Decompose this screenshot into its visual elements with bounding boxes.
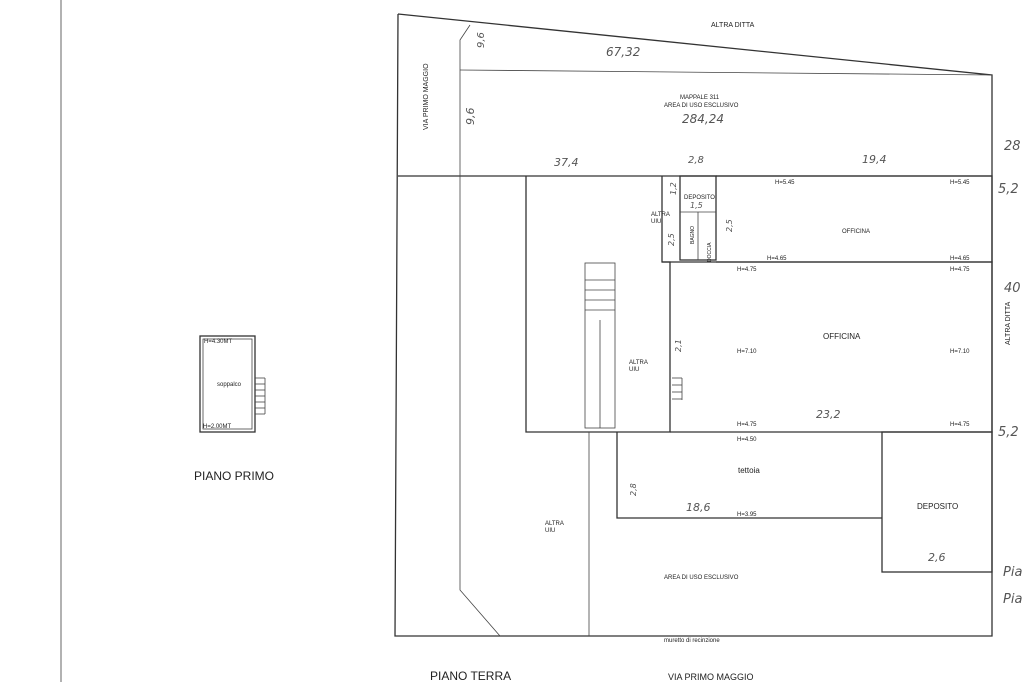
dim-deposito-w: 2,8 bbox=[688, 155, 704, 166]
soppalco-height-bottom: H=2.00MT bbox=[203, 424, 232, 430]
dim-misc-6: 2,8 bbox=[629, 483, 638, 496]
dim-misc-1: 1,2 bbox=[669, 182, 678, 195]
deposito-small-label: DEPOSITO bbox=[684, 195, 715, 201]
dim-deposito-len: 2,6 bbox=[928, 551, 946, 564]
dim-left-block: 37,4 bbox=[554, 156, 579, 169]
note-right-2: Pia bbox=[1003, 592, 1022, 607]
stair-altra-uiu bbox=[584, 262, 616, 429]
doccia-label: DOCCIA bbox=[707, 242, 713, 262]
height-475-right-bottom: H=4.75 bbox=[950, 422, 970, 428]
dim-top-length: 67,32 bbox=[606, 45, 640, 59]
dim-right-edge-1: 28 bbox=[1004, 139, 1021, 154]
dim-right-edge-3: 40 bbox=[1004, 281, 1021, 296]
bagno-label: BAGNO bbox=[690, 226, 696, 244]
soppalco-inner bbox=[202, 338, 253, 430]
tettoia-label: tettoia bbox=[738, 466, 760, 475]
stair-officina bbox=[672, 377, 683, 400]
dim-left-side: 9,6 bbox=[464, 108, 477, 126]
neighbor-right: ALTRA DITTA bbox=[1005, 301, 1012, 345]
soppalco-stair bbox=[255, 377, 266, 415]
height-545-left: H=5.45 bbox=[775, 180, 795, 186]
ground-floor-title: PIANO TERRA bbox=[430, 669, 511, 682]
fence-label: muretto di recinzione bbox=[664, 638, 720, 644]
note-right-1: Pia bbox=[1003, 565, 1022, 580]
height-450: H=4.50 bbox=[737, 437, 757, 443]
officina-upper-outline bbox=[716, 175, 993, 263]
parcel-top-line bbox=[459, 69, 993, 76]
dim-officina-len: 23,2 bbox=[816, 408, 841, 421]
neighbor-top: ALTRA DITTA bbox=[711, 22, 755, 29]
height-465-right: H=4.65 bbox=[950, 256, 970, 262]
soppalco-label: soppalco bbox=[217, 382, 242, 388]
officina-main-outline bbox=[662, 261, 993, 433]
first-floor-title: PIANO PRIMO bbox=[194, 469, 274, 483]
ground-floor-plan: ALTRA DITTA VIA PRIMO MAGGIO MAPPALE 311… bbox=[394, 13, 1022, 682]
tettoia-outline bbox=[616, 432, 882, 519]
first-floor-plan: H=4.30MT soppalco H=2.00MT PIANO PRIMO bbox=[194, 335, 274, 483]
parcel-line2: AREA DI USO ESCLUSIVO bbox=[664, 103, 739, 109]
dim-top-corner: 9,6 bbox=[476, 32, 487, 48]
street-left: VIA PRIMO MAGGIO bbox=[423, 63, 430, 130]
height-465-left: H=4.65 bbox=[767, 256, 787, 262]
height-710-left: H=7.10 bbox=[737, 349, 757, 355]
area-uso-esclusivo-bottom: AREA DI USO ESCLUSIVO bbox=[664, 575, 739, 581]
height-475-left-bottom: H=4.75 bbox=[737, 422, 757, 428]
dim-officina-top: 19,4 bbox=[862, 153, 887, 166]
soppalco-height-top: H=4.30MT bbox=[204, 339, 233, 345]
height-710-right: H=7.10 bbox=[950, 349, 970, 355]
dim-right-edge-4: 5,2 bbox=[998, 425, 1019, 440]
dim-misc-3: 2,5 bbox=[667, 233, 676, 246]
deposito-big-label: DEPOSITO bbox=[917, 502, 958, 511]
dim-misc-4: 2,5 bbox=[725, 219, 734, 232]
dim-parcel-area: 284,24 bbox=[682, 112, 724, 126]
altra-uiu-block bbox=[525, 176, 671, 433]
dim-misc-5: 2,1 bbox=[674, 339, 683, 352]
deposito-big-outline bbox=[881, 431, 993, 573]
height-475-left-top: H=4.75 bbox=[737, 267, 757, 273]
street-bottom: VIA PRIMO MAGGIO bbox=[668, 672, 754, 682]
height-545-right: H=5.45 bbox=[950, 180, 970, 186]
officina-main-label: OFFICINA bbox=[823, 332, 861, 341]
lot-boundary bbox=[394, 13, 993, 637]
parcel-line1: MAPPALE 311 bbox=[680, 95, 720, 101]
dim-misc-2: 1,5 bbox=[690, 201, 703, 210]
dim-right-edge-2: 5,2 bbox=[998, 182, 1019, 197]
dim-tettoia-len: 18,6 bbox=[686, 501, 711, 514]
height-475-right-top: H=4.75 bbox=[950, 267, 970, 273]
road-edge bbox=[459, 24, 501, 637]
officina-upper-label: OFFICINA bbox=[842, 229, 870, 235]
height-395: H=3.95 bbox=[737, 512, 757, 518]
